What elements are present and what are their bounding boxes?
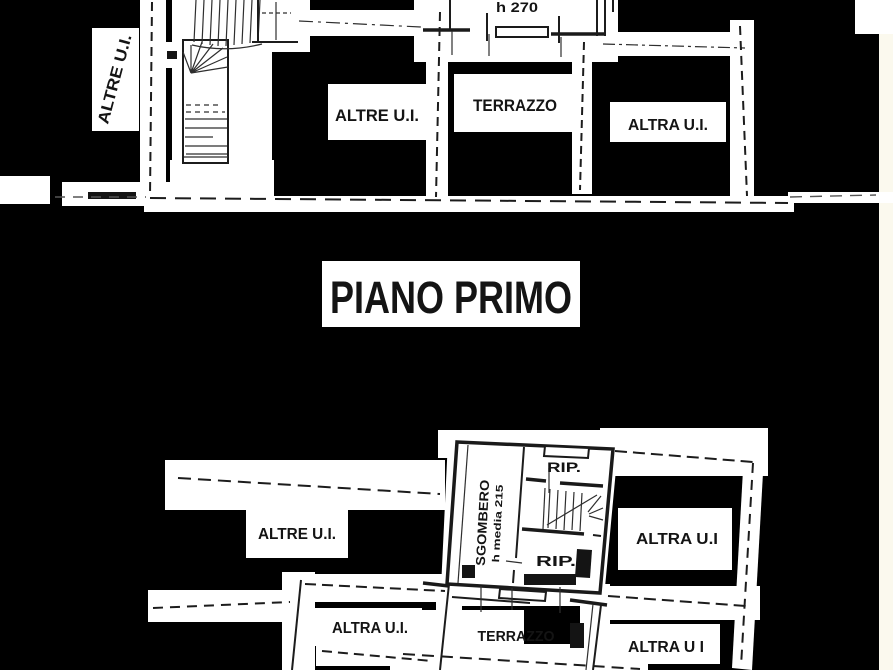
door-threshold bbox=[497, 587, 548, 603]
door-threshold bbox=[542, 444, 591, 460]
door-threshold bbox=[495, 26, 549, 38]
bottom-plan-label-left-lower-unit: ALTRA U.I. bbox=[332, 620, 408, 637]
bottom-plan-label-closet-lower: RIP. bbox=[536, 553, 576, 570]
bottom-plan-label-right-lower-unit: ALTRA U I bbox=[628, 639, 704, 656]
paper-patch-top-right bbox=[855, 0, 893, 34]
door-mark bbox=[167, 51, 177, 59]
bottom-plan-label-terrace: TERRAZZO bbox=[478, 628, 555, 645]
top-plan-label-terrace: TERRAZZO bbox=[473, 96, 557, 115]
wall-pier bbox=[575, 549, 592, 578]
title-paper-box bbox=[322, 261, 580, 327]
wall-pier bbox=[570, 623, 584, 648]
stair-treads bbox=[547, 488, 583, 532]
top-plan-walls bbox=[55, 0, 877, 204]
top-floor-plan: ALTRE U.I. ALTRE U.I. TERRAZZO ALTRA U.I… bbox=[0, 0, 893, 212]
top-plan-height-note: h 270 bbox=[496, 0, 538, 15]
bottom-plan-walls bbox=[152, 440, 754, 670]
top-plan-label-center-unit: ALTRE U.I. bbox=[335, 106, 419, 125]
bottom-plan-paper-halos bbox=[148, 428, 768, 670]
bottom-plan-storage-height-note: h media 215 bbox=[491, 484, 506, 563]
bottom-plan-label-right-unit: ALTRA U.I bbox=[636, 531, 718, 548]
title-block: PIANO PRIMO bbox=[322, 261, 580, 327]
bottom-plan-label-closet-upper: RIP. bbox=[547, 459, 581, 475]
wall-pier bbox=[462, 565, 475, 578]
bottom-floor-plan: ALTRE U.I. ALTRA U.I. SGOMBERO h media 2… bbox=[148, 428, 768, 670]
top-plan-label-right-unit: ALTRA U.I. bbox=[628, 117, 708, 134]
paper-edge-stripe bbox=[879, 0, 893, 670]
top-plan-paper-halos bbox=[0, 0, 893, 212]
bottom-plan-label-left-unit: ALTRE U.I. bbox=[258, 526, 336, 543]
bottom-plan-storage-label-group: SGOMBERO h media 215 bbox=[473, 479, 506, 566]
bottom-plan-label-storage: SGOMBERO bbox=[473, 479, 492, 566]
page-title: PIANO PRIMO bbox=[330, 272, 572, 323]
stair-winder-fan bbox=[182, 41, 229, 74]
